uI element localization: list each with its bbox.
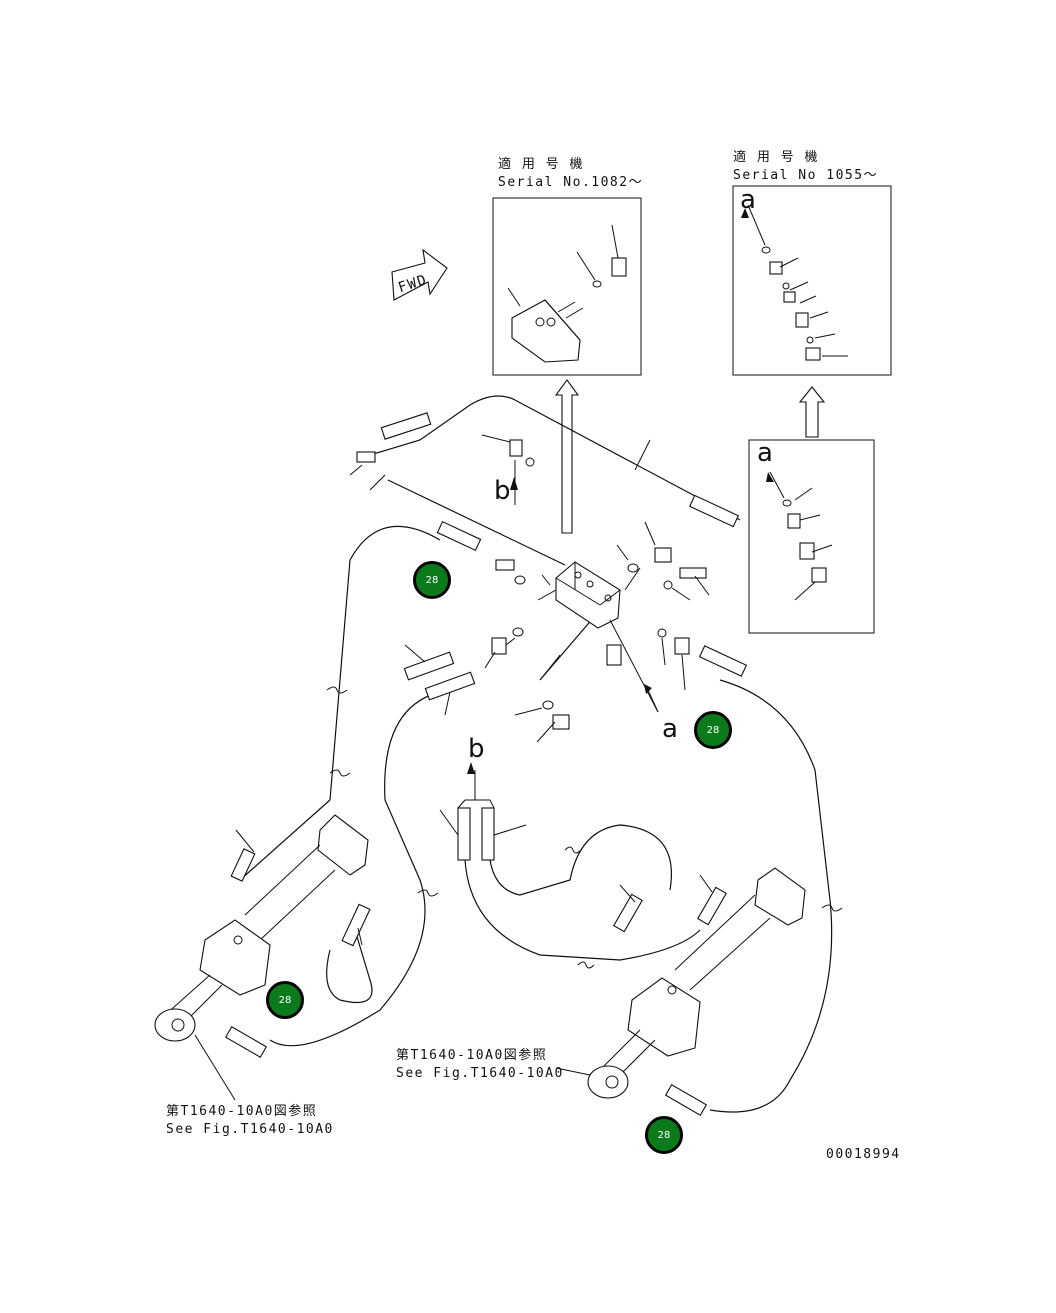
leader-lines (194, 434, 713, 1101)
arrow-to-inset-right (798, 386, 826, 438)
inset-center-serial: Serial No.1082～ (498, 175, 644, 190)
ref-left-jp: 第T1640-10A0図参照 (166, 1104, 318, 1119)
ref-letter-a-inset-upper: a (740, 185, 756, 215)
callout-28-left-cylinder[interactable]: 28 (266, 981, 304, 1019)
inset-box-right (748, 439, 875, 634)
inset-box-serial-1055 (732, 185, 892, 376)
fittings (224, 412, 748, 1116)
right-cylinder (587, 867, 806, 1099)
callout-28-right[interactable]: 28 (694, 711, 732, 749)
ref-arrows (467, 208, 774, 774)
arrow-to-inset-center (554, 379, 580, 534)
ref-letter-a-inset-right: a (757, 438, 773, 468)
ref-right-en: See Fig.T1640-10A0 (396, 1066, 564, 1081)
left-cylinder (154, 814, 369, 1042)
central-valve-block (555, 561, 621, 629)
ref-letter-b-lower: b (468, 734, 485, 764)
ref-left-en: See Fig.T1640-10A0 (166, 1122, 334, 1137)
ref-letter-a-lower: a (662, 714, 678, 744)
ref-letter-b-upper: b (494, 476, 511, 506)
inset-right-title-jp: 適 用 号 機 (733, 150, 819, 165)
fwd-arrow-icon (391, 248, 448, 301)
inset-right-serial: Serial No 1055～ (733, 168, 879, 183)
break-marks (326, 686, 843, 969)
callout-28-bottom[interactable]: 28 (645, 1116, 683, 1154)
callout-28-upper-left[interactable]: 28 (413, 561, 451, 599)
drawing-number: 00018994 (826, 1147, 901, 1162)
ref-right-jp: 第T1640-10A0図参照 (396, 1048, 548, 1063)
inset-box-serial-1082 (492, 197, 642, 376)
hose-lines (239, 395, 833, 1113)
inset-center-title-jp: 適 用 号 機 (498, 157, 584, 172)
